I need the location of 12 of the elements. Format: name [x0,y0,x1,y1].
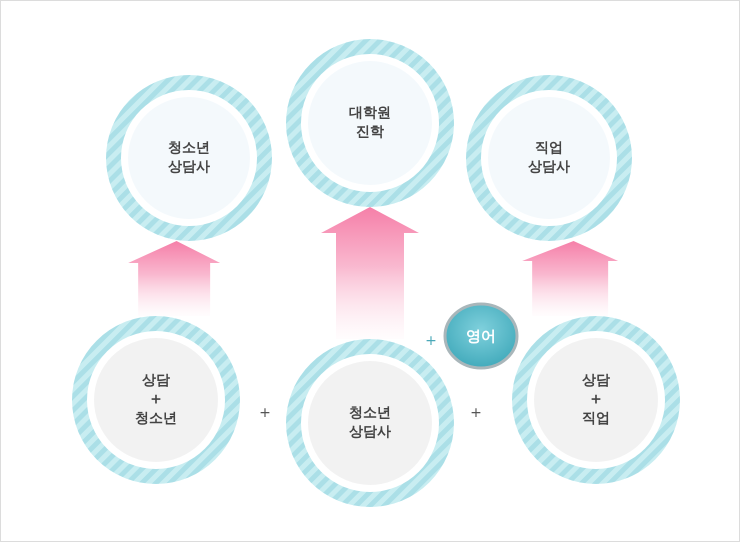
block-arrow [522,241,618,316]
node-label: 대학원 진학 [349,104,391,142]
plus-sign: + [259,405,271,421]
node-label: 청소년 상담사 [168,139,210,177]
node-label: 영어 [466,326,496,346]
plus-sign: + [425,333,437,349]
node-label: 청소년 상담사 [349,404,391,442]
node-label: 상담 + 직업 [582,372,610,428]
plus-sign: + [470,405,482,421]
node-label: 직업 상담사 [528,139,570,177]
node-label: 상담 + 청소년 [135,372,177,428]
block-arrow [128,241,220,316]
